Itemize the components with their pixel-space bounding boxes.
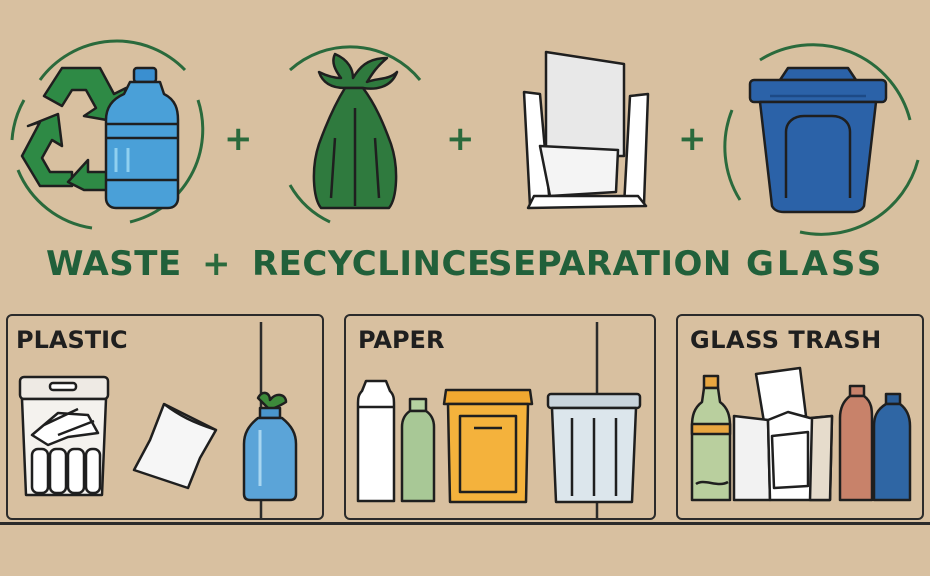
plastic-panel-title: PLASTIC: [16, 326, 128, 354]
green-bottle-icon: [400, 397, 436, 503]
heading-waste: WASTE: [46, 244, 182, 284]
plus-sign-2: +: [446, 119, 475, 159]
yellow-bin-icon: [442, 388, 534, 504]
paper-sheets-icon: [522, 50, 650, 210]
blue-plastic-bottle-icon: [242, 391, 298, 502]
crumpled-paper-icon: [132, 402, 218, 490]
heading-recyclince: RECYCLINCE: [252, 244, 491, 284]
glass-bottle-icon: [690, 374, 732, 502]
heading-plus-sign: +: [202, 244, 231, 284]
paper-box-icon: [732, 366, 834, 502]
heading-separation: SEPARATION: [488, 244, 732, 284]
white-bottle-icon: [356, 379, 396, 503]
plus-sign-3: +: [678, 119, 707, 159]
blue-bin-icon: [748, 66, 888, 214]
ground-line: [0, 522, 930, 525]
bottle-icon: [104, 66, 180, 210]
brown-bottle-icon: [838, 384, 874, 502]
transparent-bin-icon: [18, 375, 110, 497]
heading-glass: GLASS: [746, 244, 885, 284]
green-bag-icon: [312, 52, 399, 210]
clear-bin-icon: [546, 392, 642, 504]
plastic-panel: [6, 314, 324, 520]
plus-sign-1: +: [224, 119, 253, 159]
paper-panel-title: PAPER: [358, 326, 445, 354]
glass-trash-panel: [676, 314, 924, 520]
blue-glass-bottle-icon: [872, 392, 912, 502]
glass-trash-panel-title: GLASS TRASH: [690, 326, 882, 354]
paper-panel: [344, 314, 656, 520]
